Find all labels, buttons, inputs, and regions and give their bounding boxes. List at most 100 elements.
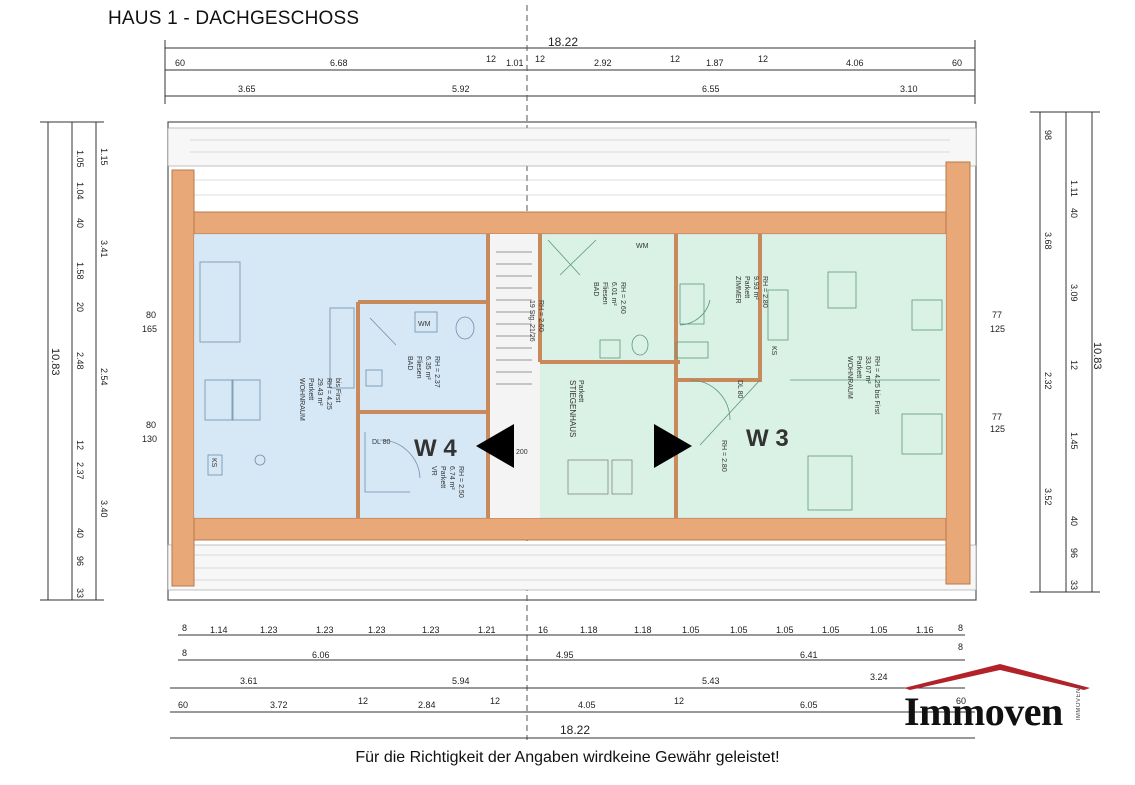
stair-1: Parkett (577, 380, 584, 402)
dim-bottom1-12: 1.05 (776, 625, 794, 635)
dim-bottom1-2: 1.23 (260, 625, 278, 635)
w4-living-0: WOHNRAUM (298, 378, 305, 421)
dim-bottom4-0: 60 (178, 700, 188, 710)
interior-walls (356, 234, 762, 518)
dim-bottom2-3: 6.41 (800, 650, 818, 660)
dim-right-11: 33 (1069, 580, 1079, 590)
dim-left-11: 3.40 (99, 500, 109, 518)
window-left-2: 80 (146, 420, 156, 430)
w4-hall-1: Parkett (439, 466, 446, 488)
dim-left-2: 1.04 (75, 182, 85, 200)
dim-total-bottom: 18.22 (560, 723, 590, 737)
w4-dl-200: 200 (516, 449, 528, 456)
w4-hall-0: VR (430, 466, 437, 476)
dim-bottom4-5: 4.05 (578, 700, 596, 710)
w3-bath-0: BAD (592, 282, 599, 296)
window-left-0: 80 (146, 310, 156, 320)
unit-w3-area (540, 234, 946, 518)
w4-living-1: Parkett (307, 378, 314, 400)
w3-bath-1: Fliesen (601, 282, 608, 305)
arrow-right-icon (654, 424, 692, 468)
dim-bottom1-0: 8 (182, 623, 187, 633)
stair-small-1: RH = 2.60 (537, 300, 544, 332)
dim-left-6: 20 (75, 302, 85, 312)
dim-right-8: 3.52 (1043, 488, 1053, 506)
window-left-1: 165 (142, 324, 157, 334)
dim-left-9: 12 (75, 440, 85, 450)
dim-left-3: 40 (75, 218, 85, 228)
dim-bottom1-16: 8 (958, 623, 963, 633)
w3-rh: RH = 2.80 (720, 440, 727, 472)
dim-bottom1-1: 1.14 (210, 625, 228, 635)
w4-hall-2: 6.74 m² (448, 466, 455, 490)
w4-living-4: bis First (334, 378, 341, 403)
stair-small-0: 19 Stg. 21/26 (528, 300, 535, 342)
w4-bath-3: RH = 2.37 (433, 356, 440, 388)
disclaimer: Für die Richtigkeit der Angaben wirdkein… (355, 749, 780, 766)
w3-living-3: RH = 4.25 bis First (873, 356, 880, 414)
dim-top1-8: 12 (758, 54, 768, 64)
dim-bottom3-0: 3.61 (240, 676, 258, 686)
w4-living-2: 29.43 m² (316, 378, 323, 406)
roof-frame (171, 161, 971, 587)
dim-bottom2-0: 8 (182, 648, 187, 658)
dim-bottom1-11: 1.05 (730, 625, 748, 635)
dim-left-total: 10.83 (49, 348, 61, 376)
dim-bottom2-2: 4.95 (556, 650, 574, 660)
unit-w3-label: W 3 (746, 425, 789, 452)
dim-bottom2-1: 6.06 (312, 650, 330, 660)
unit-w3-marker: W 3 (654, 424, 789, 468)
w3-room-3: RH = 2.80 (761, 276, 768, 308)
window-right-0: 77 (992, 310, 1002, 320)
window-right-1: 125 (990, 324, 1005, 334)
dim-right-0: 98 (1043, 130, 1053, 140)
dim-top2-2: 6.55 (702, 84, 720, 94)
dim-left-5: 1.58 (75, 262, 85, 280)
dim-right-7: 1.45 (1069, 432, 1079, 450)
dim-bottom4-1: 3.72 (270, 700, 288, 710)
dim-right-9: 40 (1069, 516, 1079, 526)
dim-right-6: 2.32 (1043, 372, 1053, 390)
dim-top2-0: 3.65 (238, 84, 256, 94)
dim-top1-10: 60 (952, 58, 962, 68)
dim-top1-7: 1.87 (706, 58, 724, 68)
dim-bottom1-13: 1.05 (822, 625, 840, 635)
dim-bottom2-4: 8 (958, 642, 963, 652)
dim-bottom1-15: 1.16 (916, 625, 934, 635)
dim-top1-0: 60 (175, 58, 185, 68)
unit-w4-label: W 4 (414, 435, 457, 462)
dim-left-12: 40 (75, 528, 85, 538)
w3-room-1: Parkett (743, 276, 750, 298)
dim-top1-9: 4.06 (846, 58, 864, 68)
dim-bottom4-8: 60 (956, 696, 966, 706)
dim-right-5: 12 (1069, 360, 1079, 370)
dim-top2-3: 3.10 (900, 84, 918, 94)
dim-left-0: 1.15 (99, 148, 109, 166)
stairs (496, 251, 633, 495)
dim-top1-2: 12 (486, 54, 496, 64)
roof-logo-icon (904, 664, 1090, 690)
dim-right-10: 96 (1069, 548, 1079, 558)
dim-top1-1: 6.68 (330, 58, 348, 68)
dim-bottom1-8: 1.18 (580, 625, 598, 635)
dim-bottom1-7: 16 (538, 625, 548, 635)
w4-bath-2: 6.35 m² (424, 356, 431, 380)
dim-left-1: 1.05 (75, 150, 85, 168)
logo-text: Immoven (904, 689, 1063, 734)
logo-tag: IMMOVENT (1076, 684, 1082, 721)
dim-left-10: 2.37 (75, 462, 85, 480)
dim-bottom1-14: 1.05 (870, 625, 888, 635)
window-left-3: 130 (142, 434, 157, 444)
w4-dl: DL 80 (372, 439, 391, 446)
dim-bottom1-3: 1.23 (316, 625, 334, 635)
plan-title: HAUS 1 - DACHGESCHOSS (108, 8, 360, 29)
w3-bath-3: RH = 2.60 (619, 282, 626, 314)
dim-left-7: 2.48 (75, 352, 85, 370)
dim-bottom1-10: 1.05 (682, 625, 700, 635)
dim-total-top: 18.22 (548, 35, 578, 49)
dim-bottom3-2: 5.43 (702, 676, 720, 686)
dim-left-4: 3.41 (99, 240, 109, 258)
dim-top1-4: 12 (535, 54, 545, 64)
dim-bottom4-6: 12 (674, 696, 684, 706)
